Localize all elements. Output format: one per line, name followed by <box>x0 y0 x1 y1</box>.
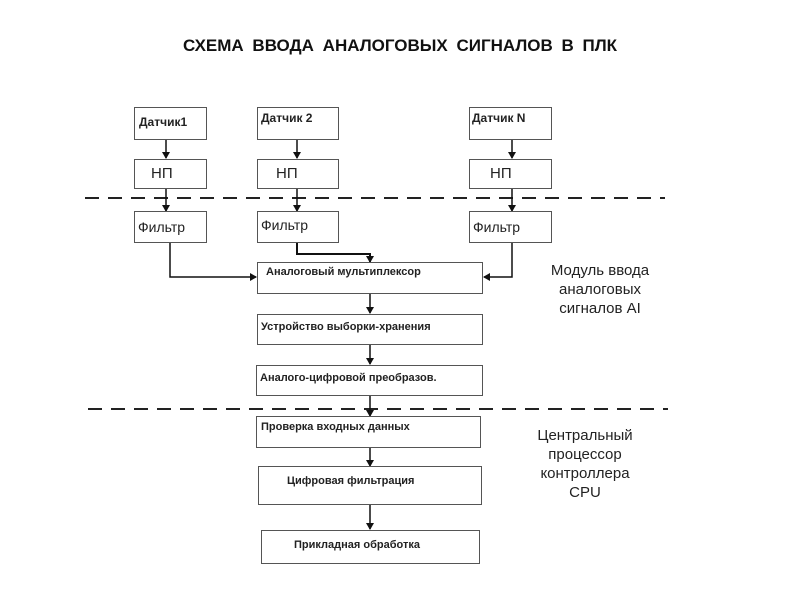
arrow-filterN-mux <box>483 242 513 281</box>
diagram-title: СХЕМА ВВОДА АНАЛОГОВЫХ СИГНАЛОВ В ПЛК <box>182 36 618 55</box>
np-2-label: НП <box>276 165 298 182</box>
filter-1-box: Фильтр <box>134 211 207 243</box>
np-n-label: НП <box>490 165 512 182</box>
application-label: Прикладная обработка <box>294 539 420 551</box>
cpu-label: Центральный процессор контроллера CPU <box>515 426 655 502</box>
cpu-line-2: процессор <box>548 446 622 463</box>
sample-hold-label: Устройство выборки-хранения <box>261 321 431 333</box>
filter-2-box: Фильтр <box>257 211 339 243</box>
filter-n-box: Фильтр <box>469 211 552 243</box>
cpu-line-3: контроллера <box>540 465 630 482</box>
multiplexer-label: Аналоговый мультиплексор <box>266 266 421 278</box>
sensor-2-label: Датчик 2 <box>261 111 313 125</box>
filter-n-label: Фильтр <box>473 219 521 235</box>
sensor-1-box: Датчик1 <box>134 107 207 140</box>
np-n-box: НП <box>469 159 552 189</box>
ai-module-label: Модуль ввода аналоговых сигналов AI <box>530 261 670 318</box>
cpu-line-1: Центральный <box>537 427 633 444</box>
digital-filter-box: Цифровая фильтрация <box>258 466 482 505</box>
digital-filter-label: Цифровая фильтрация <box>287 475 415 487</box>
multiplexer-box: Аналоговый мультиплексор <box>257 262 483 294</box>
ai-module-line-2: аналоговых <box>559 281 641 298</box>
sample-hold-box: Устройство выборки-хранения <box>257 314 483 345</box>
filter-2-label: Фильтр <box>261 217 309 233</box>
filter-1-label: Фильтр <box>138 219 186 235</box>
input-check-box: Проверка входных данных <box>256 416 481 448</box>
adc-box: Аналого-цифровой преобразов. <box>256 365 483 396</box>
sensor-2-box: Датчик 2 <box>257 107 339 140</box>
np-1-box: НП <box>134 159 207 189</box>
input-check-label: Проверка входных данных <box>261 421 410 433</box>
arrow-filter1-mux <box>169 242 257 281</box>
sensor-n-label: Датчик N <box>472 111 526 125</box>
sensor-n-box: Датчик N <box>469 107 552 140</box>
application-box: Прикладная обработка <box>261 530 480 564</box>
ai-module-line-1: Модуль ввода <box>550 262 650 279</box>
cpu-line-4: CPU <box>569 484 601 501</box>
adc-label: Аналого-цифровой преобразов. <box>260 372 437 384</box>
arrow-filter2-mux <box>296 242 374 263</box>
np-1-label: НП <box>151 165 173 182</box>
sensor-1-label: Датчик1 <box>139 115 188 129</box>
np-2-box: НП <box>257 159 339 189</box>
ai-module-line-3: сигналов AI <box>559 300 641 317</box>
